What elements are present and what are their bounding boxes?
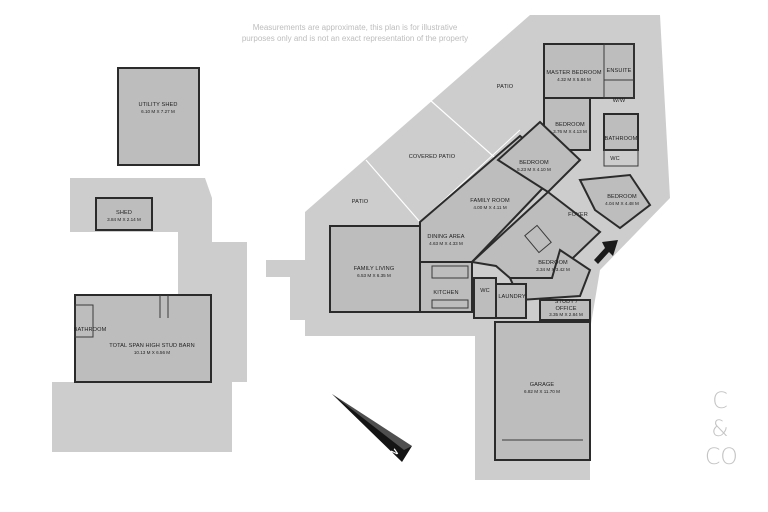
study-label-line-2: OFFICE (555, 306, 576, 312)
patio-left-label: PATIO (352, 199, 369, 205)
utility-shed: UTILITY SHED 6.10 M X 7.27 M (117, 67, 200, 166)
main-house: PATIO PATIO COVERED PATIO FAMILY LIVING … (266, 15, 670, 480)
brand-logo-line-2: & (711, 417, 729, 442)
shed-label: SHED (116, 210, 132, 216)
shed-dims: 3.84 M X 2.14 M (107, 217, 141, 222)
bedroom-d-dims: 3.34 M X 3.42 M (536, 267, 570, 272)
utility-shed-label: UTILITY SHED (138, 102, 177, 108)
utility-shed-dims: 6.10 M X 7.27 M (141, 109, 175, 114)
barn-dims: 10.13 M X 6.56 M (134, 350, 170, 355)
disclaimer-line-2: purposes only and is not an exact repres… (241, 34, 469, 43)
dining-dims: 4.63 M X 4.33 M (429, 241, 463, 246)
disclaimer-line-1: Measurements are approximate, this plan … (252, 23, 458, 32)
family-room-label: FAMILY ROOM (470, 198, 510, 204)
wc-left-label: WC (480, 288, 490, 294)
bedroom-c-label: BEDROOM (607, 194, 637, 200)
family-living-dims: 6.53 M X 6.35 M (357, 273, 391, 278)
bedroom-b-label: BEDROOM (555, 122, 585, 128)
foyer-label: FOYER (568, 212, 588, 218)
wc-right-label: WC (610, 156, 620, 162)
master-bedroom-dims: 4.32 M X 5.84 M (557, 77, 591, 82)
kitchen-label: KITCHEN (433, 290, 458, 296)
brand-logo: C & CO (705, 388, 738, 472)
north-label: N (389, 447, 400, 459)
bedroom-b-dims: 3.76 M X 4.13 M (553, 129, 587, 134)
bedroom-a-dims: 5.23 M X 4.10 M (517, 167, 551, 172)
dining-label: DINING AREA (427, 234, 464, 240)
disclaimer-note: Measurements are approximate, this plan … (205, 22, 505, 44)
family-living-label: FAMILY LIVING (354, 266, 395, 272)
barn-label: TOTAL SPAN HIGH STUD BARN (109, 343, 195, 349)
study-dims: 3.35 M X 2.84 M (549, 312, 583, 317)
garage-label: GARAGE (530, 382, 555, 388)
laundry-label: LAUNDRY (498, 294, 525, 300)
master-bedroom-label: MASTER BEDROOM (546, 70, 601, 76)
north-arrow-icon (332, 394, 412, 462)
brand-logo-line-3: CO (705, 445, 738, 470)
bedroom-c-dims: 4.04 M X 4.48 M (605, 201, 639, 206)
compass: N (332, 394, 412, 462)
bedroom-a-label: BEDROOM (519, 160, 549, 166)
ensuite-label: ENSUITE (607, 68, 632, 74)
covered-patio-label: COVERED PATIO (409, 154, 456, 160)
patio-top-label: PATIO (497, 84, 514, 90)
entry-arrow-icon (594, 240, 618, 264)
bedroom-d-label: BEDROOM (538, 260, 568, 266)
bathroom-label: BATHROOM (605, 136, 638, 142)
study-label-line-1: STUDY / (555, 299, 578, 305)
garage-dims: 6.82 M X 11.70 M (524, 389, 560, 394)
barn-bathroom-label: BATHROOM (74, 327, 107, 333)
family-room-dims: 4.00 M X 4.11 M (473, 205, 507, 210)
barn-compound: SHED 3.84 M X 2.14 M BATHROOM TOTAL SPAN… (52, 178, 247, 452)
ww-label: W/W (613, 98, 626, 104)
brand-logo-line-1: C (712, 389, 728, 414)
